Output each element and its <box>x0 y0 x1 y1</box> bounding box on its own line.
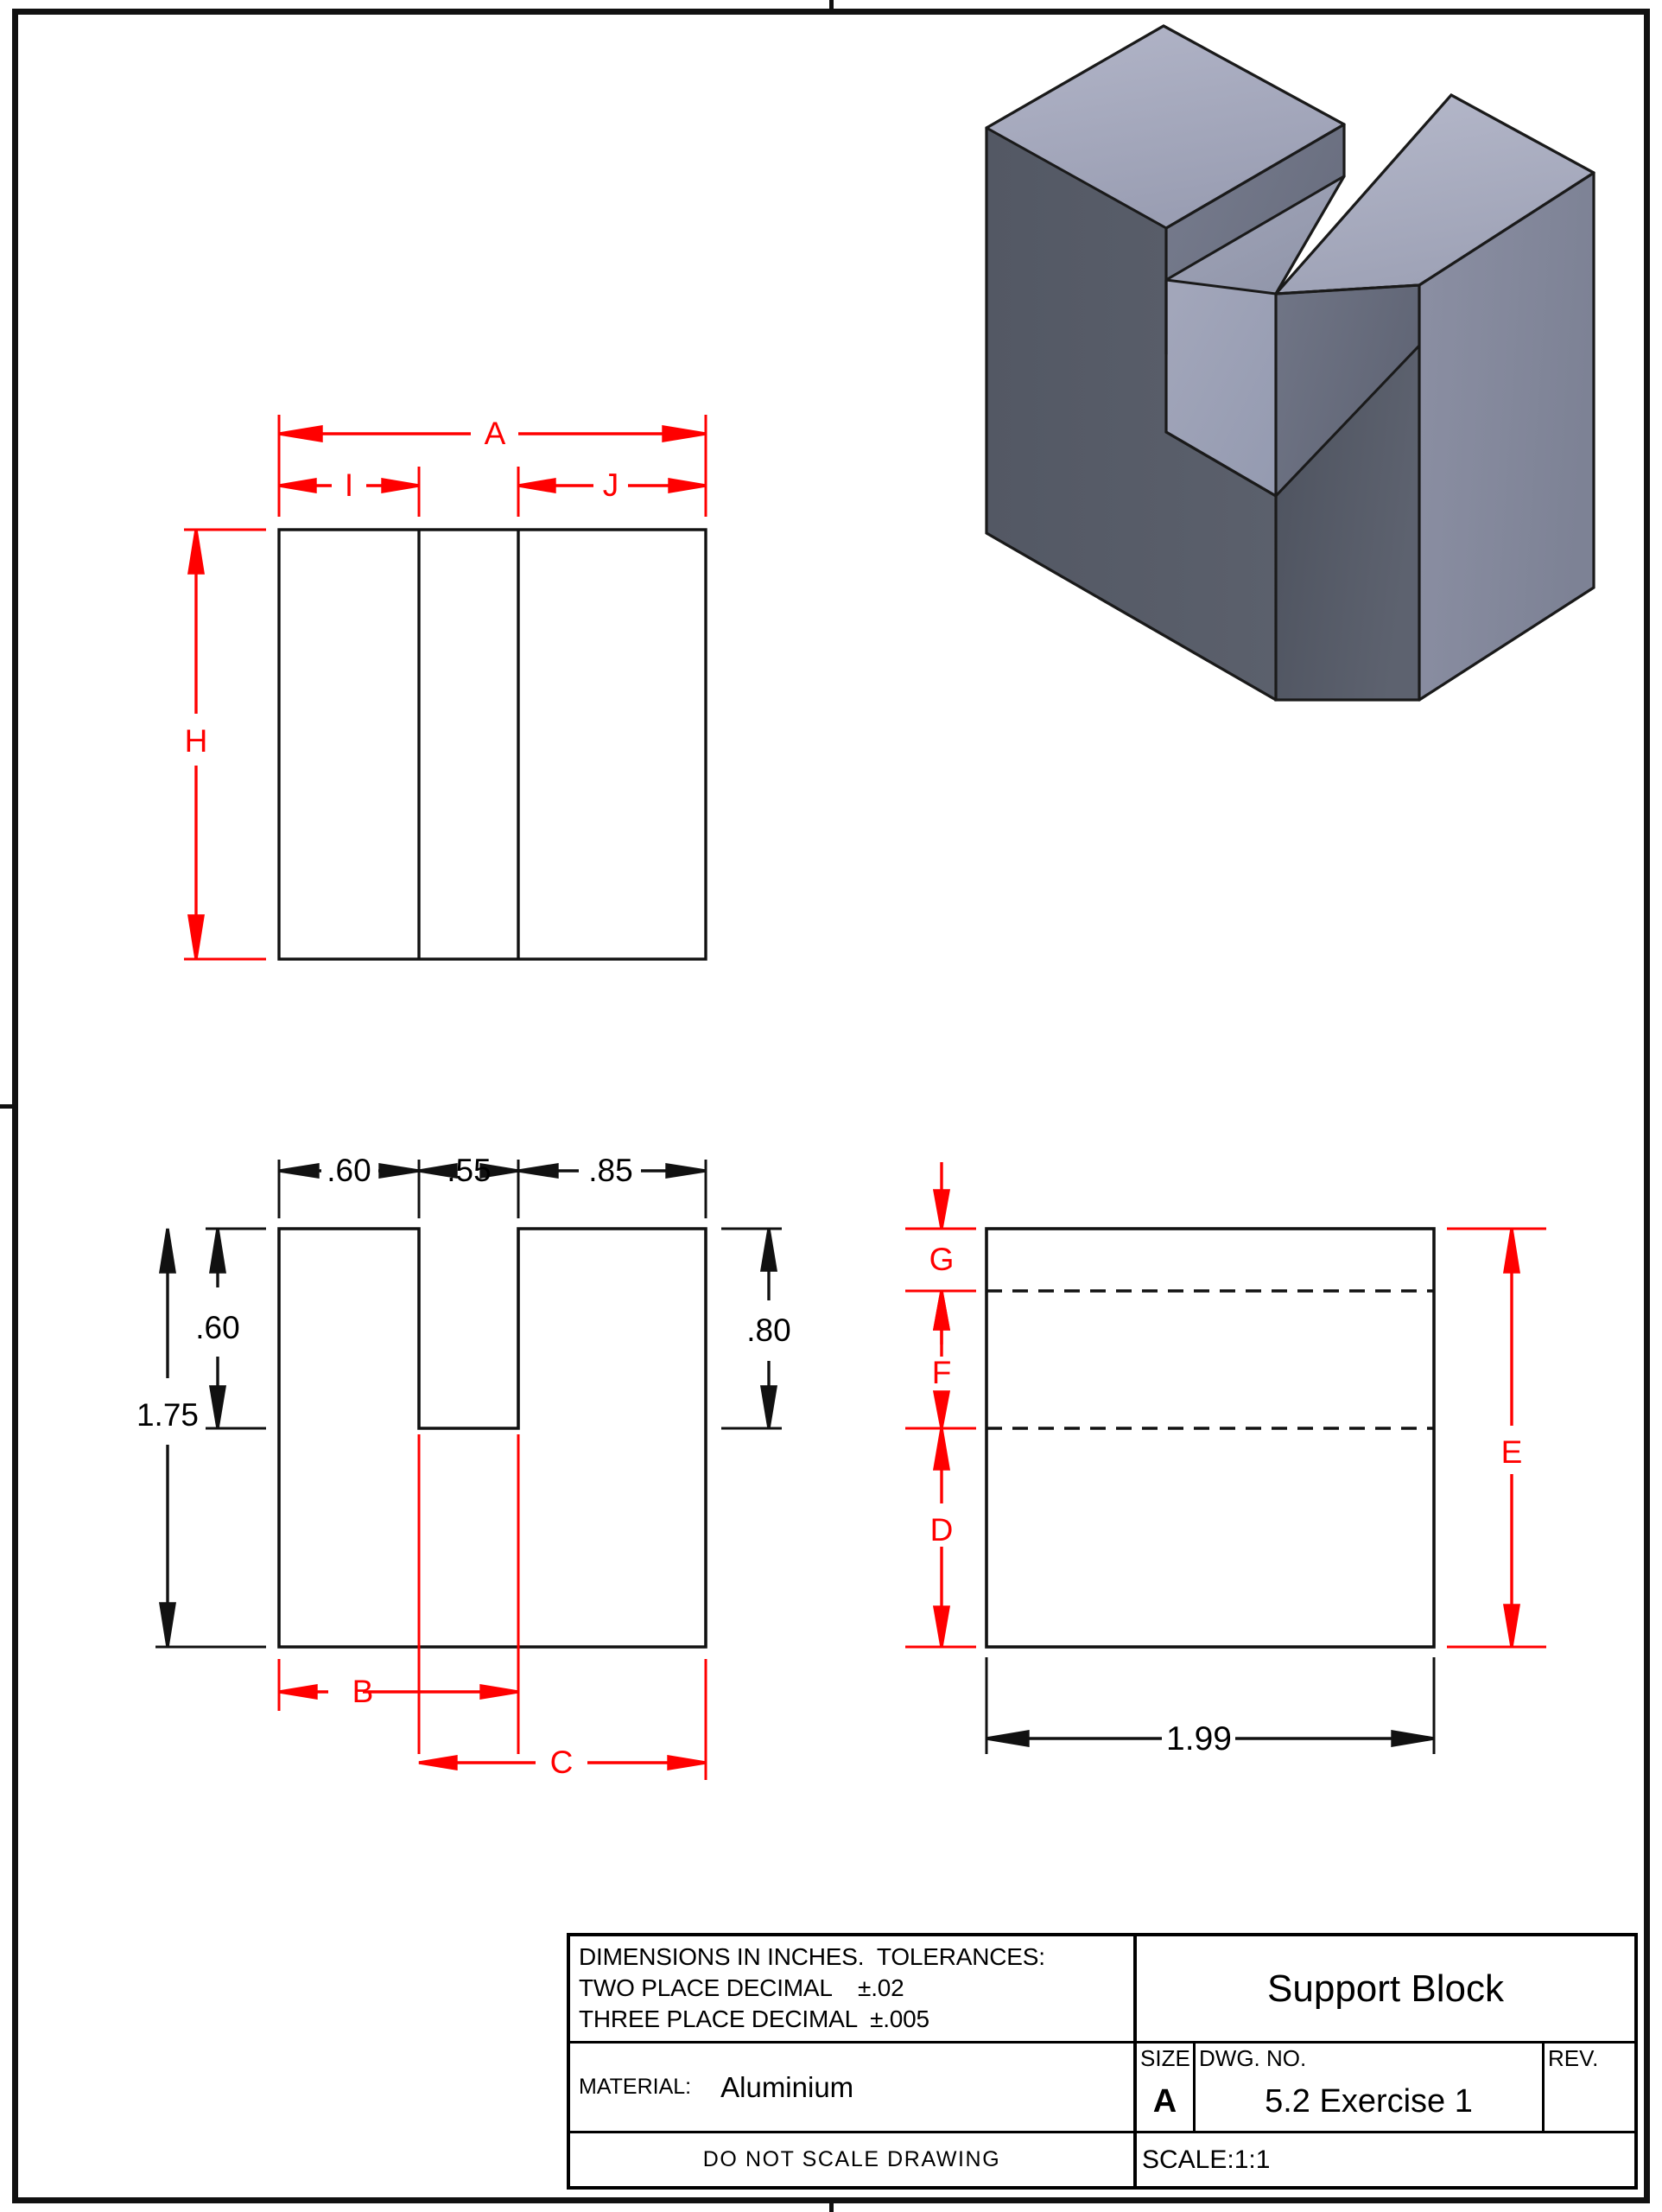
material-label: MATERIAL: <box>579 2075 692 2099</box>
tolerance-line-2: TWO PLACE DECIMAL ±.02 <box>579 1974 904 2001</box>
dwg-no-value: 5.2 Exercise 1 <box>1265 2082 1473 2120</box>
dwg-no-header: DWG. NO. <box>1199 2045 1307 2071</box>
size-cell: SIZE A <box>1137 2044 1196 2131</box>
dim-label-H: H <box>185 723 208 759</box>
drawing-info-row: SIZE A DWG. NO. 5.2 Exercise 1 REV. <box>1137 2044 1634 2133</box>
dwg-no-cell: DWG. NO. 5.2 Exercise 1 <box>1196 2044 1545 2131</box>
part-name-cell: Support Block <box>1137 1936 1634 2044</box>
tolerance-note-cell: DIMENSIONS IN INCHES. TOLERANCES: TWO PL… <box>570 1936 1133 2044</box>
do-not-scale-cell: DO NOT SCALE DRAWING <box>570 2133 1133 2186</box>
dim-label-J: J <box>603 467 619 503</box>
tolerance-line-3: THREE PLACE DECIMAL ±.005 <box>579 2005 929 2032</box>
dim-label-A: A <box>485 416 506 451</box>
dim-label-B: B <box>352 1674 374 1709</box>
size-header: SIZE <box>1140 2045 1190 2071</box>
dim-label-199: 1.99 <box>1166 1720 1232 1758</box>
tolerance-line-1: DIMENSIONS IN INCHES. TOLERANCES: <box>579 1943 1045 1970</box>
dim-label-F: F <box>932 1355 952 1390</box>
center-tick-top <box>829 0 834 12</box>
dim-label-D: D <box>930 1512 954 1548</box>
dim-label-085-horizontal: .85 <box>588 1153 632 1188</box>
center-tick-bottom <box>829 2200 834 2212</box>
scale-cell: SCALE:1:1 <box>1137 2133 1634 2186</box>
size-value: A <box>1152 2082 1177 2120</box>
dim-label-060-horizontal: .60 <box>327 1153 371 1188</box>
title-block-right-column: Support Block SIZE A DWG. NO. 5.2 Exerci… <box>1137 1936 1634 2186</box>
dim-label-I: I <box>345 467 353 503</box>
dim-label-G: G <box>929 1242 955 1277</box>
title-block: DIMENSIONS IN INCHES. TOLERANCES: TWO PL… <box>567 1933 1638 2190</box>
dim-label-C: C <box>550 1745 574 1780</box>
material-value: Aluminium <box>720 2070 854 2103</box>
scale-value: SCALE:1:1 <box>1142 2145 1271 2174</box>
part-name-value: Support Block <box>1267 1967 1504 2010</box>
dim-label-060-vertical: .60 <box>195 1310 239 1345</box>
title-block-left-column: DIMENSIONS IN INCHES. TOLERANCES: TWO PL… <box>570 1936 1137 2186</box>
center-tick-left <box>0 1104 14 1109</box>
dim-label-E: E <box>1501 1434 1523 1470</box>
material-cell: MATERIAL: Aluminium <box>570 2044 1133 2133</box>
do-not-scale-text: DO NOT SCALE DRAWING <box>702 2147 1001 2171</box>
rev-cell: REV. <box>1545 2044 1634 2131</box>
dim-label-055-horizontal: .55 <box>447 1153 491 1188</box>
rev-header: REV. <box>1548 2045 1599 2071</box>
dim-label-080-vertical: .80 <box>746 1313 790 1348</box>
dim-label-175-vertical: 1.75 <box>136 1397 199 1433</box>
